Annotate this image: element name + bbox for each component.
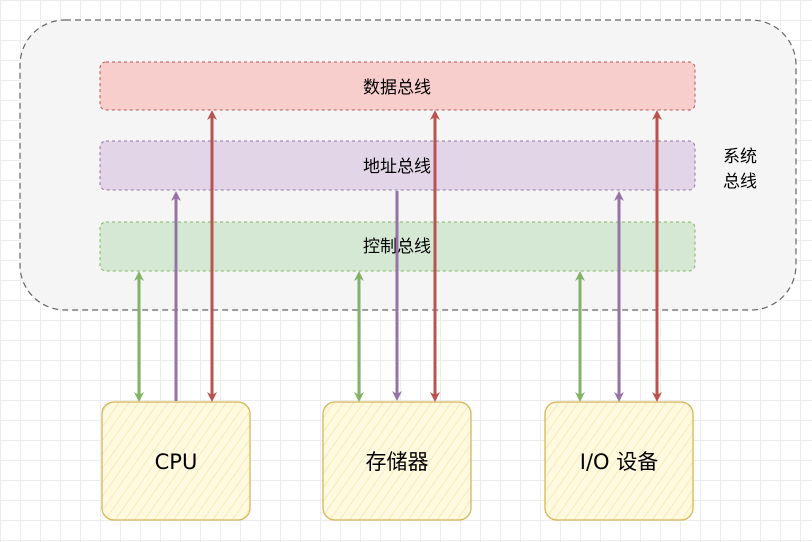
io-label: I/O 设备 xyxy=(580,450,658,474)
memory-box: 存储器 xyxy=(322,401,472,521)
data-bus: 数据总线 xyxy=(99,61,696,111)
data-bus-label: 数据总线 xyxy=(363,78,431,98)
address-bus: 地址总线 xyxy=(99,140,696,191)
memory-label: 存储器 xyxy=(366,450,429,474)
system-bus-label-line2: 总线 xyxy=(723,172,757,192)
cpu-label: CPU xyxy=(155,450,198,474)
system-bus-label-line1: 系统 xyxy=(723,147,757,167)
io-box: I/O 设备 xyxy=(544,401,694,521)
address-bus-label: 地址总线 xyxy=(363,157,431,177)
cpu-box: CPU xyxy=(101,401,251,521)
